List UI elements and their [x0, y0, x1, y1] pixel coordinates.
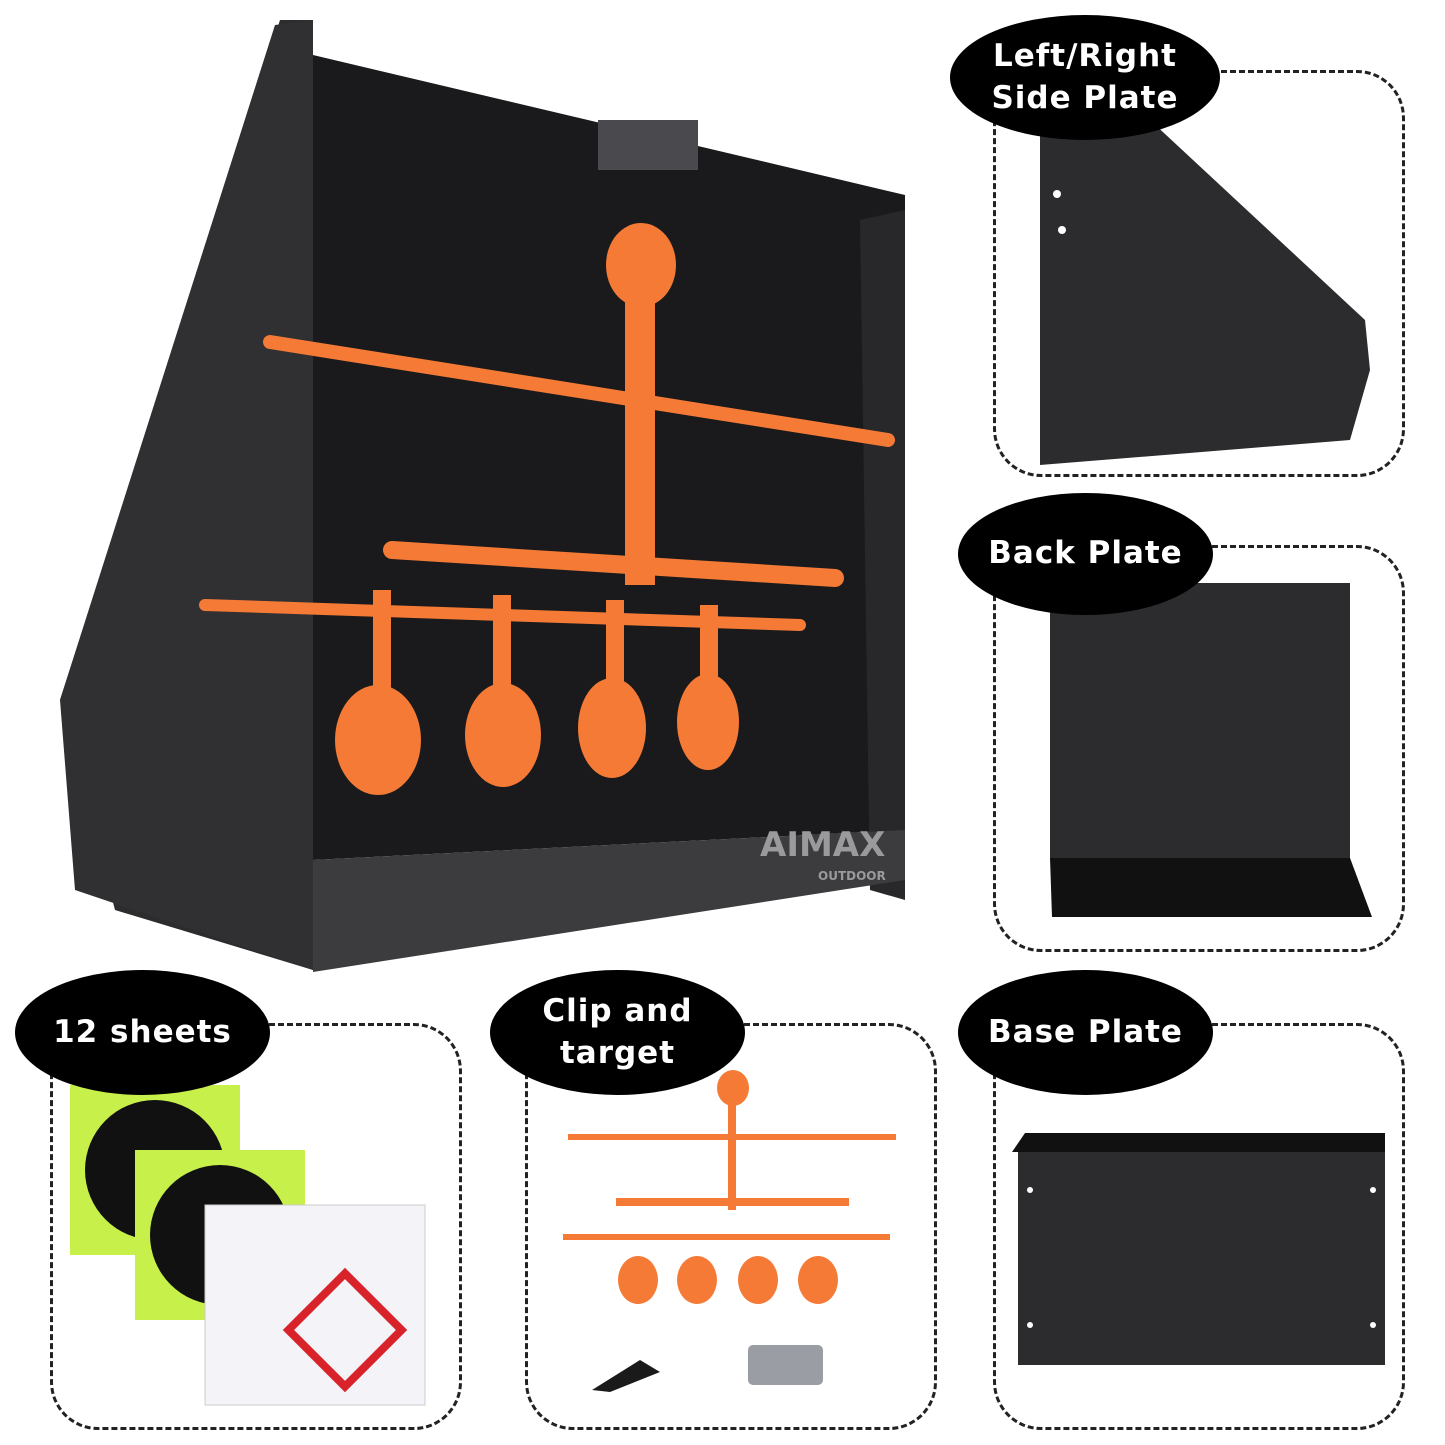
back-plate	[313, 55, 905, 860]
base-front	[313, 830, 905, 972]
side-plate-label: Left/Right Side Plate	[950, 15, 1220, 140]
back-plate-label: Back Plate	[958, 493, 1213, 615]
top-bracket	[598, 120, 698, 170]
right-side-edge	[860, 210, 905, 900]
back-plate-image	[1050, 583, 1372, 917]
base-plate-image	[1012, 1133, 1385, 1365]
logo-text: AIMAX	[760, 825, 885, 865]
side-plate-image	[1040, 120, 1370, 465]
clip-target-label: Clip and target	[490, 970, 745, 1095]
orange-targets	[199, 223, 895, 795]
clip-target-image	[563, 1070, 896, 1392]
target-sheets-image	[70, 1085, 426, 1406]
clip-bracket	[592, 1360, 660, 1392]
binder-clip	[748, 1345, 823, 1385]
side-plate-main	[60, 20, 313, 970]
logo-subtext: OUTDOOR	[818, 869, 886, 883]
aimax-logo: AIMAX OUTDOOR	[760, 825, 886, 883]
sheets-label: 12 sheets	[15, 970, 270, 1095]
base-plate-label: Base Plate	[958, 970, 1213, 1095]
